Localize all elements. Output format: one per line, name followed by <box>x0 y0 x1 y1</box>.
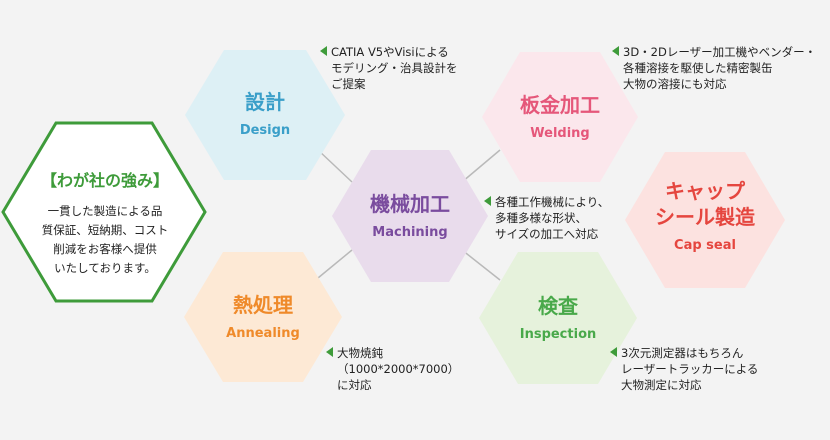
machining-note-line-2: 多種多様な形状、 <box>495 211 587 225</box>
welding-label: 板金加工 Welding <box>490 92 630 141</box>
design-subtitle: Design <box>239 123 291 138</box>
welding-note-line-1: 3D・2Dレーザー加工機やベンダー・ <box>623 45 817 59</box>
inspection-subtitle: Inspection <box>519 327 597 342</box>
pointer-triangle-icon <box>484 196 491 206</box>
capseal-title-line-2: シール製造 <box>655 205 755 229</box>
welding-hexagon <box>482 52 638 182</box>
capseal-subtitle: Cap seal <box>674 238 736 253</box>
design-note-line-3: ご提案 <box>331 77 366 91</box>
annealing-note-line-3: に対応 <box>337 378 372 392</box>
inspection-title: 検査 <box>538 294 578 318</box>
inspection-note-line-2: レーザートラッカーによる <box>621 362 759 376</box>
inspection-note: 3次元測定器はもちろん レーザートラッカーによる 大物測定に対応 <box>610 345 758 393</box>
annealing-title: 熱処理 <box>233 293 293 317</box>
machining-note: 各種工作機械により、 多種多様な形状、 サイズの加工へ対応 <box>484 194 609 242</box>
machining-title: 機械加工 <box>370 192 450 216</box>
strength-line-4: いたしております。 <box>54 261 156 275</box>
capseal-label: キャップ シール製造 Cap seal <box>630 178 780 253</box>
annealing-hexagon <box>184 252 342 382</box>
machining-hexagon <box>332 150 488 282</box>
welding-note-line-3: 大物の溶接にも対応 <box>623 77 727 91</box>
design-note-line-2: モデリング・治具設計を <box>331 61 458 75</box>
strength-line-1: 一貫した製造による品 <box>47 204 163 218</box>
pointer-triangle-icon <box>320 46 327 56</box>
strength-line-2: 質保証、短納期、コスト <box>41 223 169 237</box>
pointer-triangle-icon <box>326 347 333 357</box>
strength-hexagon <box>1 121 207 303</box>
annealing-note-line-2: （1000*2000*7000） <box>337 362 460 376</box>
strength-title: 【わが社の強み】 <box>40 171 169 190</box>
pointer-triangle-icon <box>610 347 617 357</box>
machining-note-line-3: サイズの加工へ対応 <box>495 227 599 241</box>
inspection-label: 検査 Inspection <box>488 293 628 342</box>
design-note: CATIA V5やVisiによる モデリング・治具設計を ご提案 <box>320 44 458 92</box>
pointer-triangle-icon <box>612 46 619 56</box>
design-label: 設計 Design <box>195 89 335 138</box>
welding-note-line-2: 各種溶接を駆使した精密製缶 <box>623 61 773 75</box>
design-title: 設計 <box>245 90 285 114</box>
connector-inspection-machining <box>461 249 501 281</box>
strength-line-3: 削減をお客様へ提供 <box>53 242 157 256</box>
inspection-hexagon <box>479 252 637 384</box>
annealing-note: 大物焼鈍 （1000*2000*7000） に対応 <box>326 345 459 393</box>
inspection-note-line-1: 3次元測定器はもちろん <box>621 346 744 360</box>
connector-annealing-machining <box>317 249 353 279</box>
annealing-label: 熱処理 Annealing <box>193 292 333 341</box>
capseal-hexagon <box>625 152 785 288</box>
design-note-line-1: CATIA V5やVisiによる <box>331 45 449 59</box>
capseal-title-line-1: キャップ <box>665 179 745 203</box>
welding-subtitle: Welding <box>530 126 590 141</box>
annealing-subtitle: Annealing <box>226 326 300 341</box>
welding-title: 板金加工 <box>520 93 600 117</box>
strength-block: 【わが社の強み】 一貫した製造による品 質保証、短納期、コスト 削減をお客様へ提… <box>10 170 200 278</box>
welding-note: 3D・2Dレーザー加工機やベンダー・ 各種溶接を駆使した精密製缶 大物の溶接にも… <box>612 44 816 92</box>
machining-note-line-1: 各種工作機械により、 <box>495 195 610 209</box>
machining-label: 機械加工 Machining <box>340 191 480 240</box>
connector-welding-machining <box>461 149 501 183</box>
machining-subtitle: Machining <box>372 225 448 240</box>
connector-design-machining <box>317 149 353 183</box>
annealing-note-line-1: 大物焼鈍 <box>337 346 383 360</box>
inspection-note-line-3: 大物測定に対応 <box>621 378 702 392</box>
design-hexagon <box>185 50 345 180</box>
